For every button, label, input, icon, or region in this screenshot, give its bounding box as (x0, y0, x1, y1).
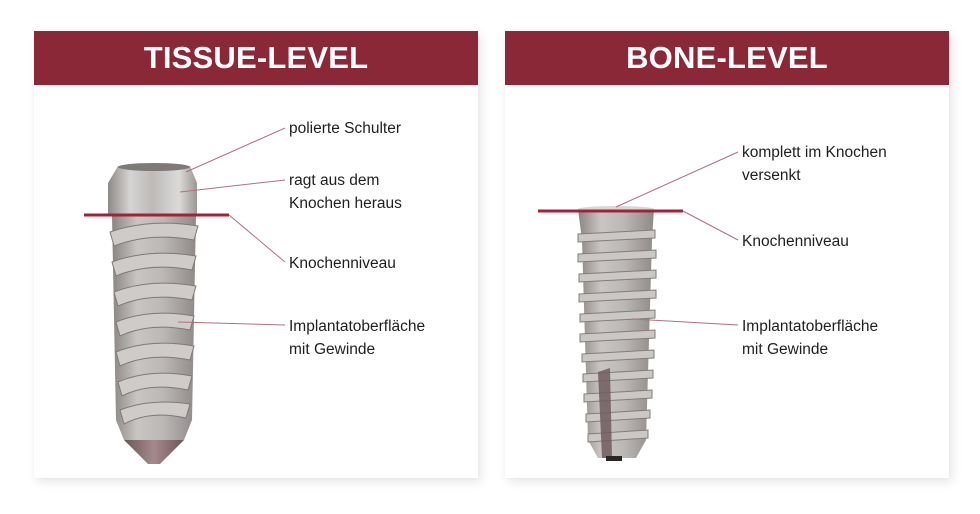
label-implantatoberflaeche-left: Implantatoberfläche mit Gewinde (289, 318, 426, 358)
tissue-level-implant (108, 163, 199, 464)
bone-level-card: BONE-LEVEL (505, 31, 949, 478)
label-komplett-im-knochen: komplett im Knochen versenkt (742, 144, 887, 184)
bone-level-title: BONE-LEVEL (505, 31, 949, 85)
label-knochenniveau-left: Knochenniveau (289, 255, 396, 272)
leader-lines-left (177, 127, 286, 326)
tissue-level-card: TISSUE-LEVEL (34, 31, 478, 478)
bone-level-implant (577, 206, 657, 461)
label-ragt-aus-dem-knochen: ragt aus dem Knochen heraus (289, 172, 402, 212)
label-polierte-schulter: polierte Schulter (289, 120, 402, 137)
label-implantatoberflaeche-right: Implantatoberfläche mit Gewinde (742, 318, 879, 358)
leader-lines-right (615, 151, 739, 326)
label-knochenniveau-right: Knochenniveau (742, 233, 849, 250)
tissue-level-title: TISSUE-LEVEL (34, 31, 478, 85)
